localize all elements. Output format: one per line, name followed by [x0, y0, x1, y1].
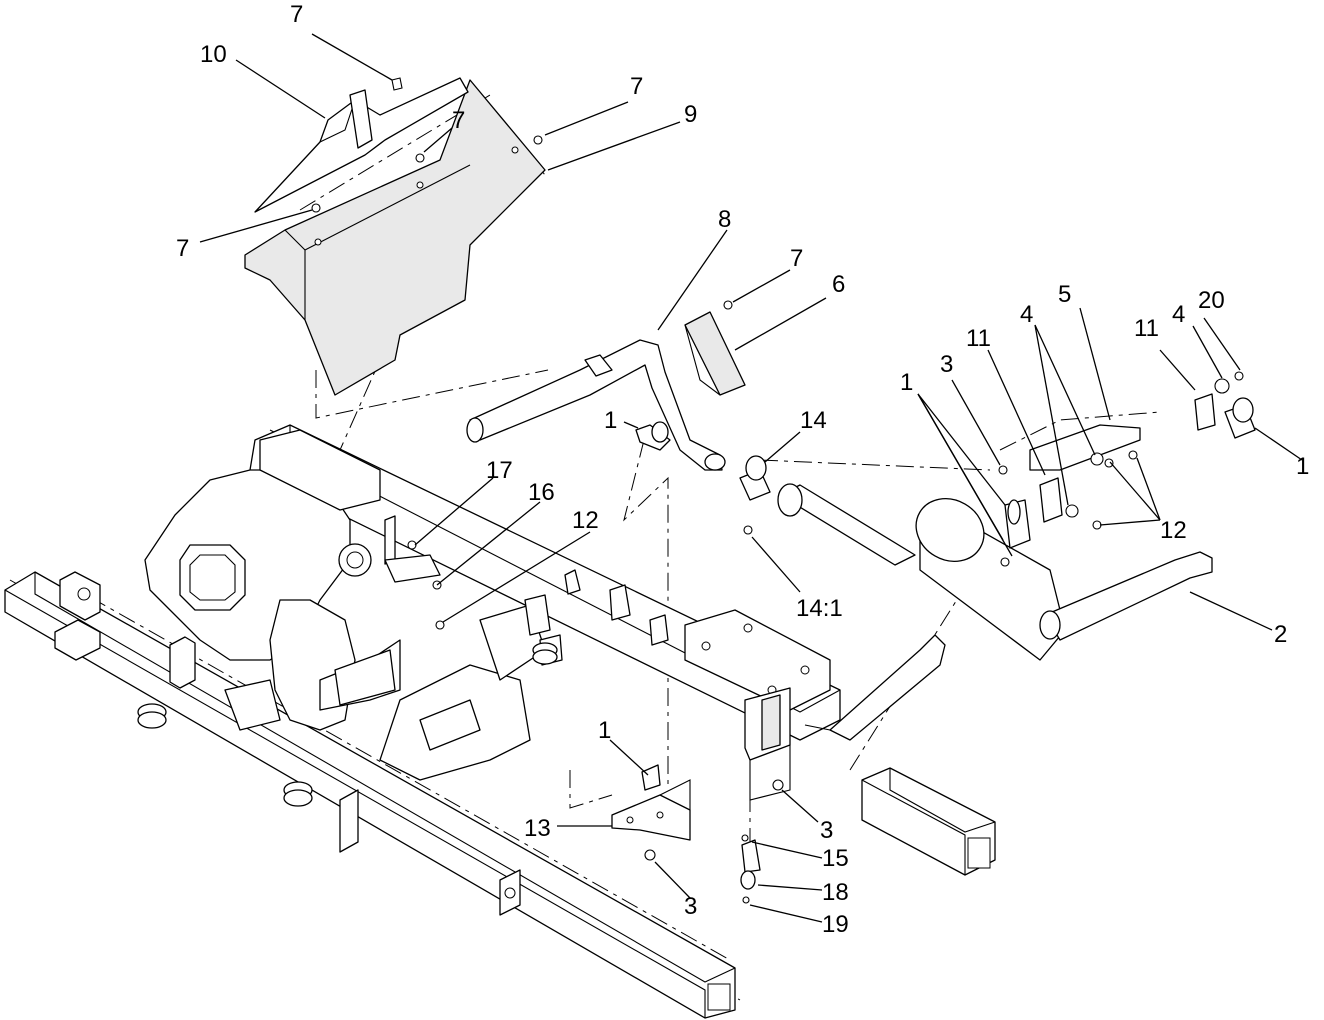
callout-label: 1 — [900, 369, 913, 396]
callout-label: 3 — [940, 351, 953, 378]
callout-label: 9 — [684, 101, 697, 128]
callout-label: 8 — [718, 206, 731, 233]
callout-label: 14:1 — [796, 595, 843, 622]
callout-label: 16 — [528, 479, 555, 506]
callout-label: 7 — [452, 107, 465, 134]
heat-shield-9 — [244, 79, 546, 396]
callout-label: 7 — [790, 245, 803, 272]
callout-label: 7 — [630, 73, 643, 100]
callout-label: 18 — [822, 879, 849, 906]
callout-label: 1 — [1296, 453, 1309, 480]
callout-label: 12 — [572, 507, 599, 534]
callout-label: 4 — [1172, 301, 1185, 328]
bracket-11 — [1039, 393, 1216, 523]
hardware — [311, 77, 1244, 904]
callout-label: 14 — [800, 407, 827, 434]
callout-label: 3 — [684, 893, 697, 920]
engine — [144, 429, 401, 731]
callout-label: 19 — [822, 911, 849, 938]
leader-lines — [199, 33, 1303, 923]
callout-label: 11 — [966, 325, 991, 352]
callout-label: 7 — [176, 235, 189, 262]
callout-labels: 7 10 7 9 7 7 8 7 6 20 5 11 4 4 11 3 1 1 … — [176, 1, 1309, 938]
callout-label: 13 — [524, 815, 551, 842]
bracket-13 — [611, 779, 691, 841]
callout-label: 20 — [1198, 287, 1225, 314]
exhaust-pipe-8 — [466, 339, 726, 471]
clamps — [635, 397, 1256, 890]
callout-label: 1 — [604, 407, 617, 434]
isolator-mounts — [137, 642, 558, 807]
hanger-bracket-5 — [1029, 424, 1141, 471]
callout-label: 6 — [832, 271, 845, 298]
muffler-2 — [777, 483, 1213, 741]
square-tube — [861, 767, 996, 876]
callout-label: 5 — [1058, 281, 1071, 308]
callout-label: 15 — [822, 845, 849, 872]
callout-label: 2 — [1274, 621, 1287, 648]
callout-label: 17 — [486, 457, 513, 484]
callout-label: 11 — [1134, 315, 1159, 342]
callout-label: 12 — [1160, 517, 1187, 544]
bracket-10 — [254, 77, 469, 213]
callout-label: 10 — [200, 41, 227, 68]
shield-6 — [684, 311, 746, 396]
callout-label: 7 — [290, 1, 303, 28]
callout-label: 3 — [820, 817, 833, 844]
callout-label: 1 — [598, 717, 611, 744]
callout-label: 4 — [1020, 301, 1033, 328]
